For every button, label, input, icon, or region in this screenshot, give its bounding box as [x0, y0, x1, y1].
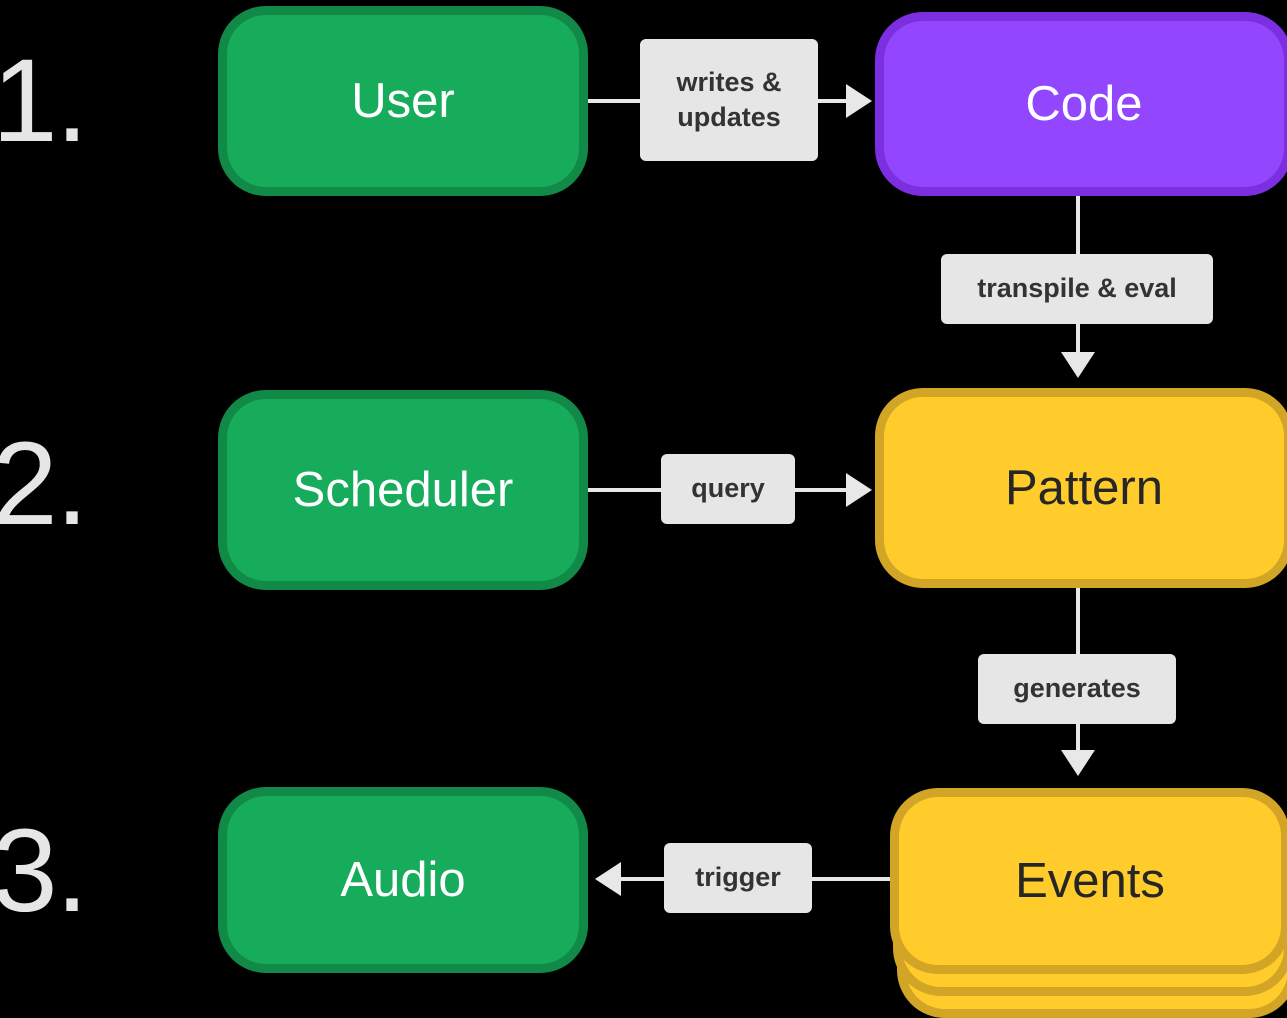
edge-label-generates: generates — [978, 654, 1176, 724]
arrowhead-code-to-pattern — [1061, 352, 1095, 378]
node-events-label: Events — [1015, 853, 1165, 908]
node-user-label: User — [351, 73, 455, 128]
edge-line-code-to-pattern-bottom — [1076, 322, 1080, 360]
edge-line-pattern-to-events-top — [1076, 588, 1080, 654]
node-events-front[interactable]: Events — [890, 788, 1287, 974]
node-scheduler-label: Scheduler — [292, 462, 514, 517]
node-audio-label: Audio — [340, 852, 466, 907]
edge-line-events-to-audio-a — [618, 877, 670, 881]
arrowhead-pattern-to-events — [1061, 750, 1095, 776]
node-pattern-label: Pattern — [1005, 460, 1163, 515]
edge-label-query: query — [661, 454, 795, 524]
edge-label-writes-updates: writes & updates — [640, 39, 818, 161]
edge-label-trigger: trigger — [664, 843, 812, 913]
edge-line-user-to-code-b — [806, 99, 854, 103]
edge-line-user-to-code — [588, 99, 654, 103]
node-code[interactable]: Code — [875, 12, 1287, 196]
step-number-2: 2. — [0, 418, 88, 550]
edge-line-events-to-audio-b — [808, 877, 890, 881]
node-pattern[interactable]: Pattern — [875, 388, 1287, 588]
step-number-1: 1. — [0, 35, 88, 167]
edge-line-scheduler-to-pattern — [588, 488, 666, 492]
node-scheduler[interactable]: Scheduler — [218, 390, 588, 590]
edge-line-scheduler-to-pattern-b — [792, 488, 852, 492]
edge-label-transpile-eval: transpile & eval — [941, 254, 1213, 324]
node-code-label: Code — [1025, 76, 1143, 131]
node-audio[interactable]: Audio — [218, 787, 588, 973]
arrowhead-events-to-audio — [595, 862, 621, 896]
edge-line-code-to-pattern-top — [1076, 196, 1080, 258]
arrowhead-user-to-code — [846, 84, 872, 118]
node-user[interactable]: User — [218, 6, 588, 196]
step-number-3: 3. — [0, 805, 88, 937]
arrowhead-scheduler-to-pattern — [846, 473, 872, 507]
edge-line-pattern-to-events-bottom — [1076, 722, 1080, 758]
